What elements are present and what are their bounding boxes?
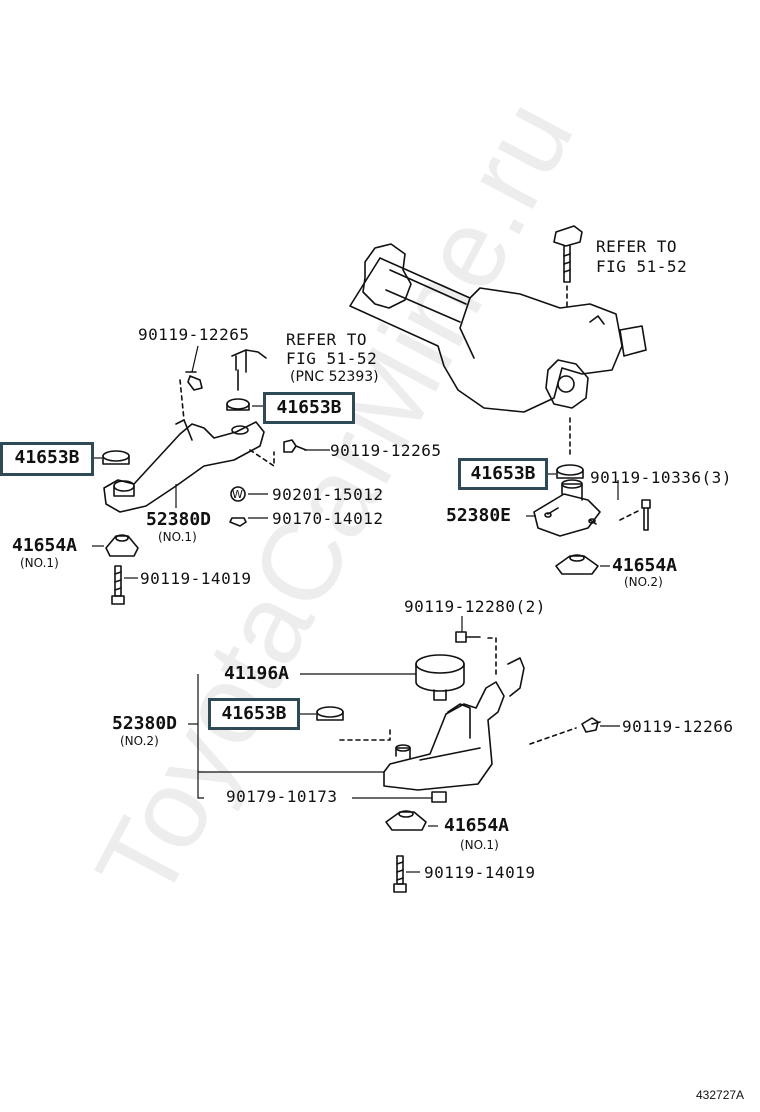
refer-label-top-right-line1: REFER TO	[596, 237, 678, 256]
part-90201-15012[interactable]: 90201-15012	[272, 485, 384, 504]
part-41653B-bottom[interactable]: 41653B	[208, 698, 300, 730]
nut-90179-10173	[431, 791, 447, 803]
nut-symbol	[229, 517, 247, 527]
cushion-41654A-right	[555, 554, 599, 575]
refer-label-left-line2[interactable]: FIG 51-52	[286, 349, 378, 368]
differential-carrier-illustration	[349, 243, 647, 413]
part-90119-12265-mid[interactable]: 90119-12265	[330, 441, 442, 460]
part-52380E[interactable]: 52380E	[446, 505, 512, 526]
washer-41653B-right	[556, 464, 584, 479]
bracket-52380E	[533, 479, 601, 537]
bolt-90119-12265-mid	[283, 439, 307, 453]
part-90179-10173[interactable]: 90179-10173	[226, 787, 338, 806]
washer-symbol	[230, 486, 246, 502]
part-90119-14019-bottom[interactable]: 90119-14019	[424, 863, 536, 882]
part-41654A-bottom[interactable]: 41654A	[444, 815, 510, 836]
part-41654A-right-no: (NO.2)	[624, 575, 663, 589]
part-41653B-far-left[interactable]: 41653B	[0, 442, 94, 476]
part-52380D-no2[interactable]: 52380D	[112, 713, 178, 734]
refer-bolt-top-right	[553, 225, 583, 283]
figure-id: 432727A	[696, 1088, 745, 1102]
bolt-90119-10336	[641, 499, 651, 531]
washer-41653B-far-left	[102, 450, 130, 465]
bolt-90119-12265-top	[179, 371, 203, 421]
part-41653B-left-top[interactable]: 41653B	[263, 392, 355, 424]
part-52380D[interactable]: 52380D	[146, 509, 212, 530]
part-41196A[interactable]: 41196A	[224, 663, 290, 684]
part-90119-10336[interactable]: 90119-10336(3)	[590, 468, 732, 487]
washer-w-mark: W	[232, 488, 243, 501]
mount-41196A	[415, 654, 465, 701]
part-41654A-left[interactable]: 41654A	[12, 535, 78, 556]
part-90119-14019-left[interactable]: 90119-14019	[140, 569, 252, 588]
part-52380D-no: (NO.1)	[158, 530, 197, 544]
part-90119-12265-top[interactable]: 90119-12265	[138, 325, 250, 344]
part-41653B-right[interactable]: 41653B	[458, 458, 548, 490]
refer-label-left-line1: REFER TO	[286, 330, 368, 349]
part-41654A-left-no: (NO.1)	[20, 556, 59, 570]
bolt-90119-14019-bottom	[393, 855, 407, 893]
bolt-90119-12266	[581, 717, 601, 733]
refer-label-top-right-line2[interactable]: FIG 51-52	[596, 257, 688, 276]
bolt-90119-12280	[455, 631, 497, 675]
part-41654A-right[interactable]: 41654A	[612, 555, 678, 576]
leader-lines	[92, 345, 620, 873]
part-90119-12280[interactable]: 90119-12280(2)	[404, 597, 546, 616]
washer-41653B-left-top	[226, 398, 250, 411]
refer-bracket-left	[231, 349, 267, 391]
bracket-52380D-no1	[103, 419, 275, 513]
part-41654A-bottom-no: (NO.1)	[460, 838, 499, 852]
cushion-41654A-left	[105, 534, 139, 557]
part-90170-14012[interactable]: 90170-14012	[272, 509, 384, 528]
bracket-52380D-no2	[383, 657, 525, 791]
cushion-41654A-bottom	[385, 810, 427, 831]
part-52380D-no2-no: (NO.2)	[120, 734, 159, 748]
refer-label-left-line3: (PNC 52393)	[290, 369, 379, 385]
washer-41653B-bottom	[316, 706, 344, 721]
bolt-90119-14019-left	[111, 565, 125, 605]
part-90119-12266[interactable]: 90119-12266	[622, 717, 734, 736]
